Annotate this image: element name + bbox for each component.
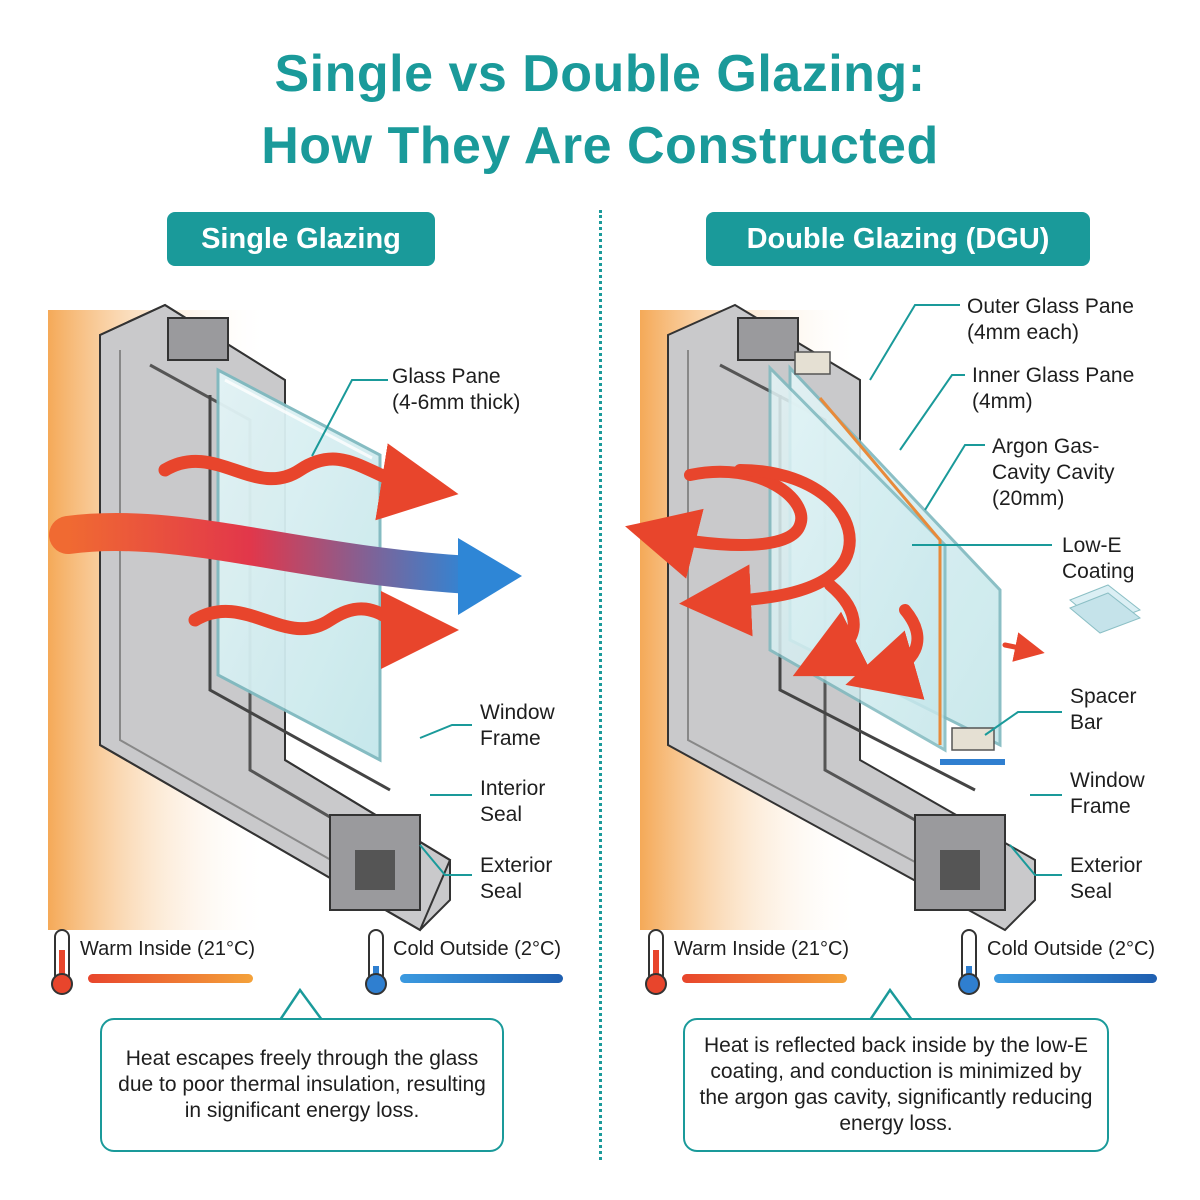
cold-bar-right [994,974,1157,983]
low-e-coating-icon [1069,584,1142,634]
double-spacer-label-line2: Bar [1070,711,1103,734]
double-inner-pane-label-line2: (4mm) [972,390,1033,413]
thermometer-warm-right-icon [645,929,667,995]
double-spacer-label: Spacer Bar [1070,684,1137,736]
double-outer-pane-label-line2: (4mm each) [967,321,1080,344]
double-leader-lines [869,304,1062,876]
double-outer-pane-label: Outer Glass Pane (4mm each) [967,294,1134,346]
double-window-frame-label-line2: Frame [1070,795,1131,818]
single-window-frame-label-line1: Window [480,701,555,724]
warm-bar-right [682,974,847,983]
single-exterior-seal-label: Exterior Seal [480,853,552,905]
double-lowe-label: Low-E Coating [1062,533,1134,585]
double-outer-pane-label-line1: Outer Glass Pane [967,295,1134,318]
double-inner-pane-label: Inner Glass Pane (4mm) [972,363,1134,415]
single-caption-text: Heat escapes freely through the glass du… [118,1047,486,1122]
thermometer-warm-left-icon [51,929,73,995]
double-argon-label: Argon Gas- Cavity Cavity (20mm) [992,434,1115,512]
center-divider [599,210,602,1160]
double-argon-label-line2: Cavity Cavity [992,461,1115,484]
single-glass-pane-label: Glass Pane (4-6mm thick) [392,364,520,416]
single-interior-seal-label-line2: Seal [480,803,523,826]
single-heat-arrows [49,443,522,669]
single-leader-lines [311,379,472,876]
double-caption-text: Heat is reflected back inside by the low… [699,1034,1093,1135]
thermometer-cold-right-icon [958,929,980,995]
double-lowe-label-line1: Low-E [1062,534,1122,557]
single-caption: Heat escapes freely through the glass du… [100,1018,504,1152]
double-argon-label-line1: Argon Gas- [992,435,1100,458]
single-exterior-seal-label-line1: Exterior [480,854,553,877]
double-glazing-heading: Double Glazing (DGU) [706,212,1090,266]
double-warm-inside-label: Warm Inside (21°C) [674,938,850,960]
double-argon-label-line3: (20mm) [992,487,1065,510]
single-warm-inside-label: Warm Inside (21°C) [80,938,256,960]
double-window-frame-label: Window Frame [1070,768,1145,820]
double-spacer-label-line1: Spacer [1070,685,1137,708]
double-lowe-label-line2: Coating [1062,560,1135,583]
single-interior-seal-label: Interior Seal [480,776,545,828]
main-title-line-2: How They Are Constructed [261,117,939,175]
double-exterior-seal-label-line2: Seal [1070,880,1113,903]
single-interior-seal-label-line1: Interior [480,777,546,800]
cold-bar-left [400,974,563,983]
single-glass-pane-label-line2: (4-6mm thick) [392,391,521,414]
single-window-frame-label-line2: Frame [480,727,541,750]
double-caption: Heat is reflected back inside by the low… [683,1018,1109,1152]
double-exterior-seal-label-line1: Exterior [1070,854,1143,877]
thermometer-cold-left-icon [365,929,387,995]
double-window-frame-label-line1: Window [1070,769,1145,792]
double-inner-pane-label-line1: Inner Glass Pane [972,364,1135,387]
single-exterior-seal-label-line2: Seal [480,880,523,903]
main-title-line-1: Single vs Double Glazing: [274,45,926,103]
warm-bar-left [88,974,253,983]
single-glazing-heading: Single Glazing [167,212,435,266]
double-cold-outside-label: Cold Outside (2°C) [987,938,1156,960]
double-exterior-seal-label: Exterior Seal [1070,853,1142,905]
single-glass-pane-label-line1: Glass Pane [392,365,501,388]
single-cold-outside-label: Cold Outside (2°C) [393,938,562,960]
double-heat-arrows [625,464,1045,700]
single-window-frame-label: Window Frame [480,700,555,752]
